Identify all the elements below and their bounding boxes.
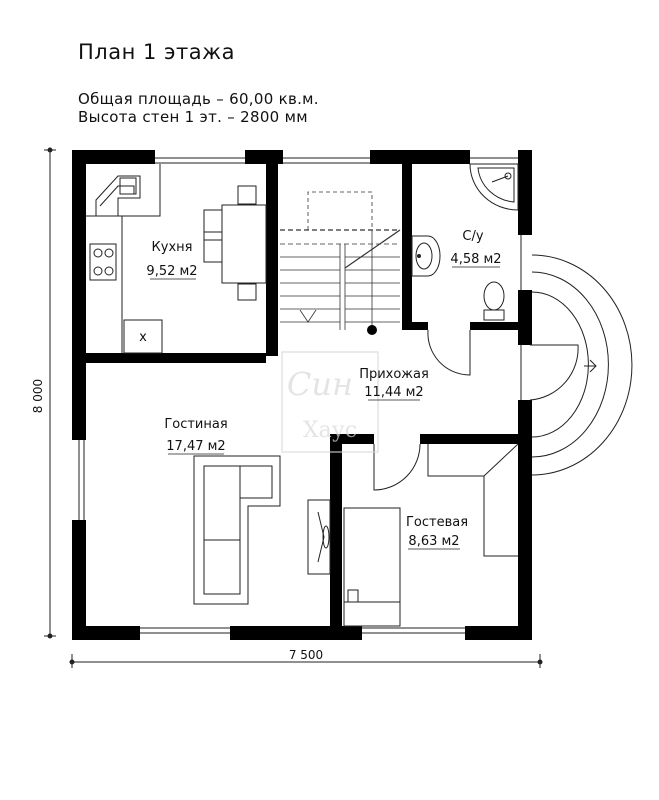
staircase	[280, 191, 401, 335]
tv-stand-icon	[307, 499, 331, 575]
hallway-name: Прихожая	[359, 367, 429, 382]
doors	[373, 329, 579, 491]
kitchen-fixtures	[86, 164, 267, 354]
walls	[72, 150, 532, 640]
bathroom-name: С/у	[462, 229, 483, 244]
watermark-line1: Син	[287, 365, 353, 403]
guest-name: Гостевая	[406, 515, 468, 530]
dimension-lines	[44, 147, 543, 668]
kitchen-cabinet	[123, 319, 163, 354]
living-furniture	[193, 455, 331, 605]
bathroom-area: 4,58 м2	[450, 252, 501, 267]
kitchen-area: 9,52 м2	[146, 264, 197, 279]
dining-table-icon	[203, 185, 267, 301]
wardrobe-icon	[427, 443, 519, 557]
width-dimension: 7 500	[289, 648, 323, 662]
porch	[531, 254, 633, 476]
bathroom-door-swing	[427, 329, 471, 376]
entrance-door-swing	[529, 344, 579, 401]
guest-furniture	[343, 443, 519, 627]
shower-cabin-icon	[469, 163, 519, 211]
hall-to-living-door-swing	[373, 443, 421, 491]
height-dimension: 8 000	[31, 379, 45, 413]
washbasin-icon	[411, 235, 441, 277]
total-area-text: Общая площадь – 60,00 кв.м.	[78, 90, 319, 108]
wall-height-text: Высота стен 1 эт. – 2800 мм	[78, 108, 308, 126]
cabinet-mark: x	[139, 330, 147, 345]
toilet-icon	[483, 281, 505, 321]
bathroom-fixtures	[411, 163, 519, 321]
guest-area: 8,63 м2	[408, 534, 459, 549]
corner-sink-icon	[95, 175, 141, 217]
plan-title: План 1 этажа	[78, 40, 235, 64]
living-name: Гостиная	[164, 417, 227, 432]
kitchen-name: Кухня	[152, 240, 193, 255]
watermark-logo: Син Хаус	[281, 351, 379, 453]
bed-icon	[343, 507, 401, 627]
wall-inner-lines	[78, 157, 522, 634]
corner-sofa-icon	[193, 455, 281, 605]
watermark-line2: Хаус	[303, 418, 357, 443]
stove-icon	[89, 243, 117, 281]
hallway-area: 11,44 м2	[364, 385, 423, 400]
living-area: 17,47 м2	[166, 439, 225, 454]
